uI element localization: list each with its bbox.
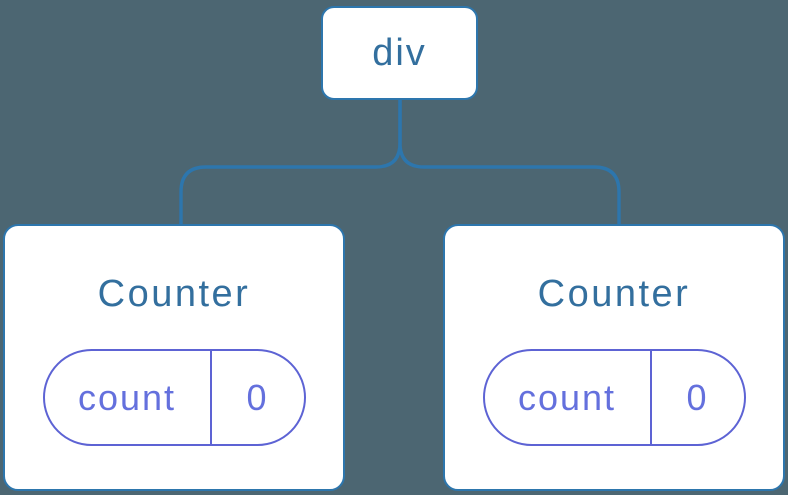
state-value-label: 0 [686,376,709,418]
node-label-div: div [372,31,427,74]
connector-left-branch [179,100,402,224]
state-pill: count 0 [482,349,746,446]
tree-node-counter-2: Counter count 0 [443,224,785,491]
state-key-label: count [77,376,177,418]
counter-title: Counter [537,273,691,315]
counter-title: Counter [97,273,251,315]
connector-right-branch [398,100,621,224]
state-key-label: count [517,376,617,418]
state-value-cell: 0 [212,351,304,444]
state-value-label: 0 [246,376,269,418]
state-value-cell: 0 [652,351,744,444]
state-key-cell: count [485,351,652,444]
tree-node-div: div [321,6,478,100]
state-key-cell: count [45,351,212,444]
state-pill: count 0 [42,349,306,446]
tree-node-counter-1: Counter count 0 [3,224,345,491]
